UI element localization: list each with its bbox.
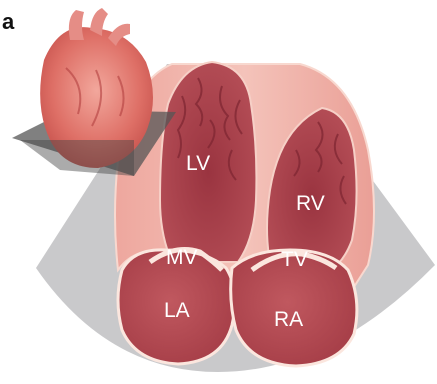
label-ra: RA [274, 308, 303, 331]
label-mv: MV [166, 246, 198, 269]
label-lv: LV [186, 152, 210, 175]
label-rv: RV [296, 192, 325, 215]
imaging-plane-front [20, 140, 134, 176]
label-la: LA [164, 299, 190, 322]
panel-letter: a [2, 11, 14, 33]
label-tv: TV [281, 248, 308, 271]
